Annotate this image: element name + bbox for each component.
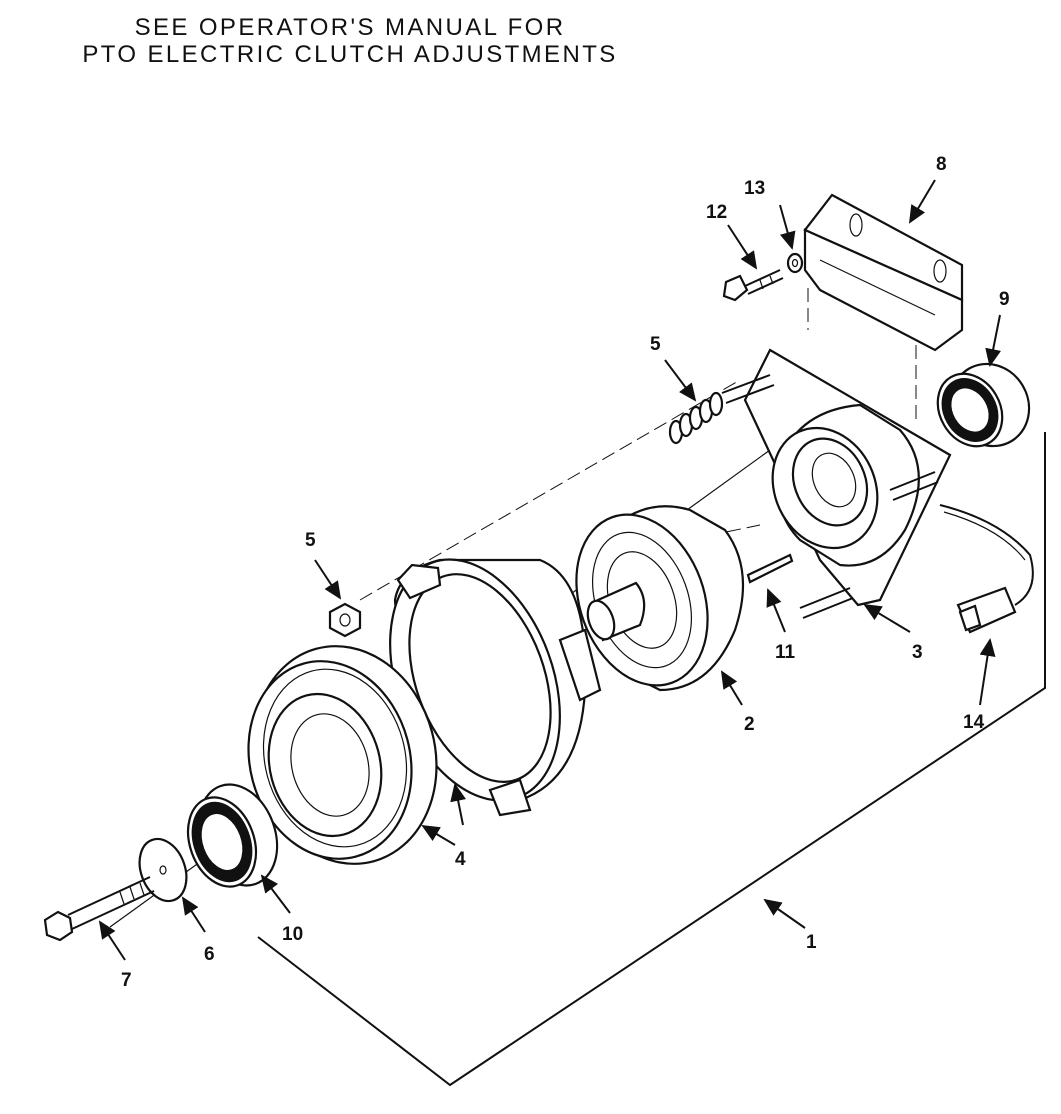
small-bolt (722, 269, 784, 302)
callout-6: 6 (204, 944, 215, 965)
callout-3: 3 (912, 642, 923, 663)
callout-10: 10 (282, 924, 303, 945)
callout-4: 4 (455, 849, 466, 870)
spring (668, 391, 724, 445)
upper-bearing (936, 362, 1031, 448)
callout-12: 12 (706, 202, 727, 223)
diagram-title: SEE OPERATOR'S MANUAL FOR PTO ELECTRIC C… (0, 14, 700, 68)
callout-7: 7 (121, 970, 132, 991)
housing-bracket (721, 348, 1034, 619)
callout-labels: 8 13 12 9 5 5 11 3 14 2 4 10 6 7 1 (121, 154, 1010, 991)
long-bolt (43, 876, 155, 942)
callout-13: 13 (744, 178, 765, 199)
key (746, 553, 794, 584)
mounting-bracket-plate (803, 193, 964, 352)
callout-2: 2 (744, 714, 755, 735)
large-washer (138, 837, 188, 903)
callout-5-spring: 5 (650, 334, 661, 355)
callout-5-nut: 5 (305, 530, 316, 551)
armature-rotor (575, 505, 745, 692)
small-washer (786, 252, 804, 274)
callout-14: 14 (963, 712, 985, 733)
wire-connector (956, 586, 1017, 634)
hex-nut (328, 602, 362, 638)
leader-arrows (98, 179, 1001, 961)
callout-9: 9 (999, 289, 1010, 310)
callout-8: 8 (936, 154, 947, 175)
callout-1: 1 (806, 932, 817, 953)
pulley (247, 645, 438, 865)
lower-bearing (186, 783, 279, 888)
assembly-bracket (257, 432, 1046, 1087)
title-line-2: PTO ELECTRIC CLUTCH ADJUSTMENTS (82, 41, 618, 68)
callout-11: 11 (775, 642, 796, 663)
title-line-1: SEE OPERATOR'S MANUAL FOR (134, 14, 566, 41)
